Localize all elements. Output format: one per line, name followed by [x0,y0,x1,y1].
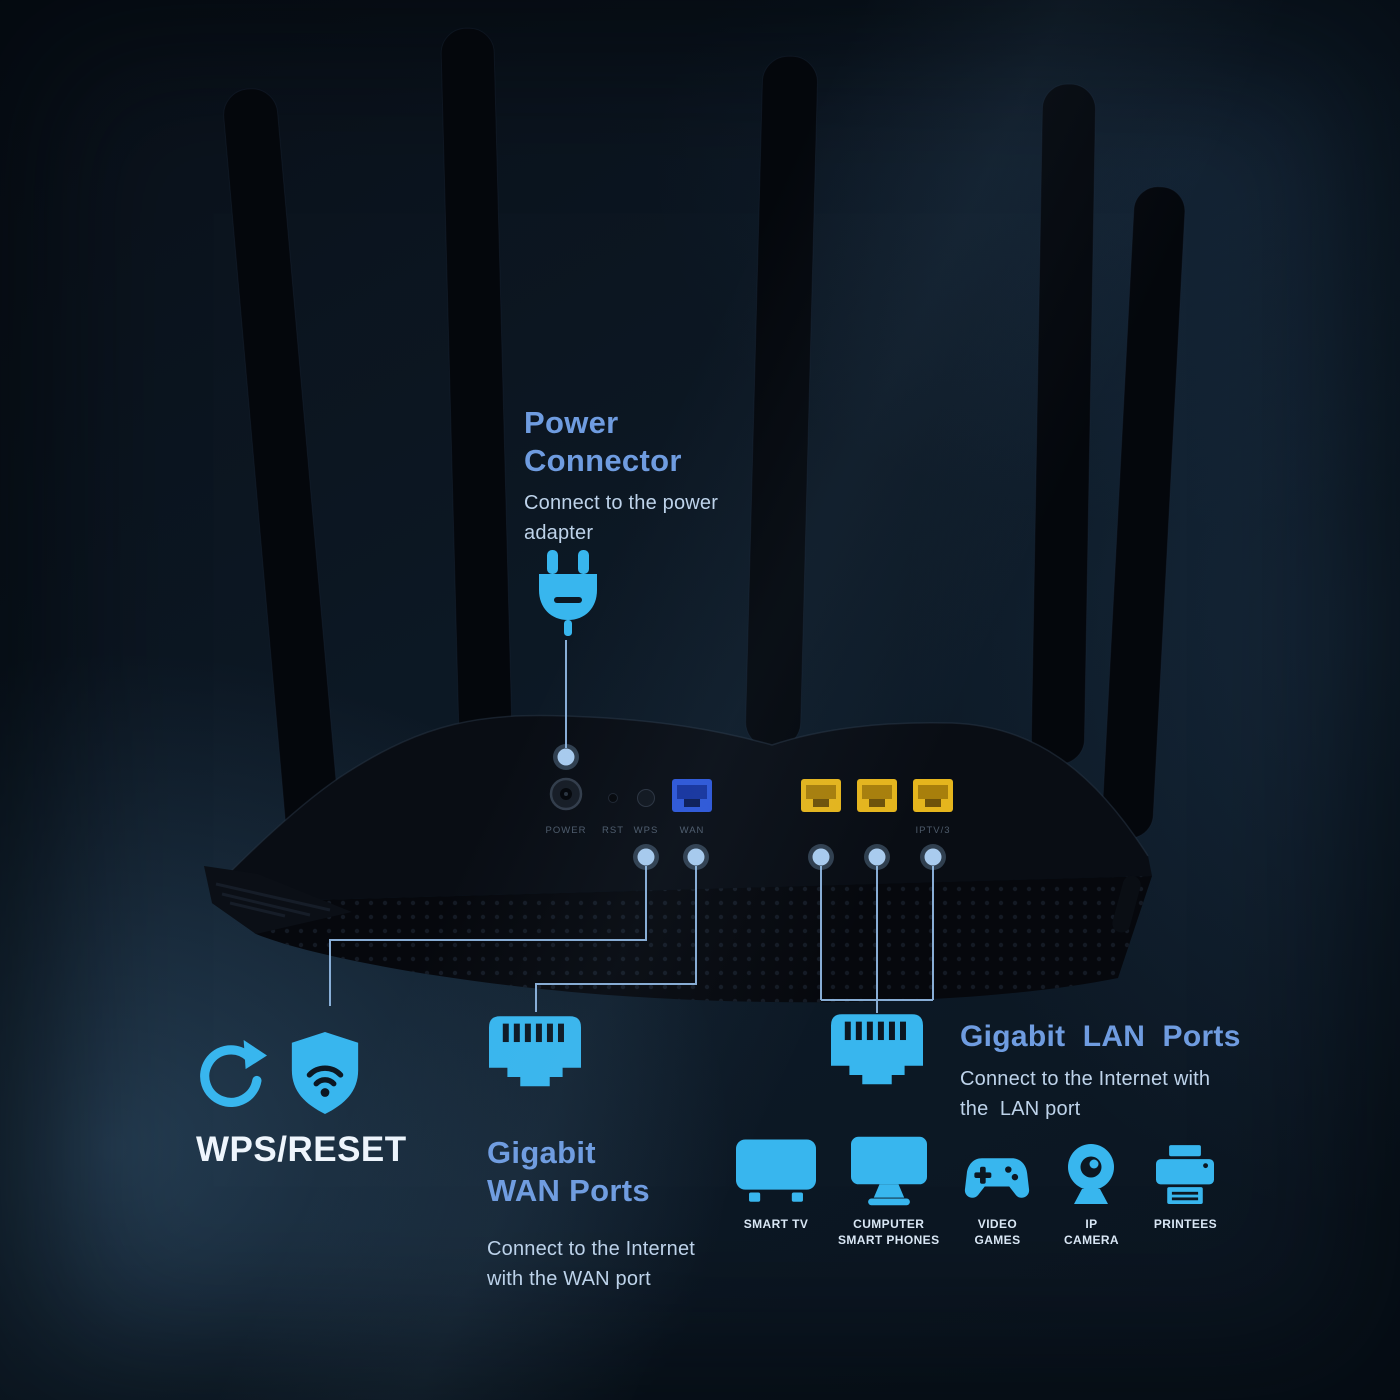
port-label-power: POWER [546,825,587,836]
shield-wifi-icon [286,1030,364,1121]
device-label: SMART TV [743,1217,809,1231]
device-video-games: VIDEO GAMES [961,1134,1033,1248]
wan-port [672,779,712,812]
device-printer: PRINTEES [1149,1134,1221,1232]
reset-pinhole [608,793,618,803]
device-label: CUMPUTER SMART PHONES [838,1217,940,1248]
port-label-wps: WPS [634,825,659,836]
device-smart-tv: SMART TV [736,1134,816,1232]
port-label-iptv: IPTV/3 [915,825,950,836]
router-ports: POWER RST WPS WAN IPTV/3 [546,777,953,836]
wan-ports-title: Gigabit WAN Ports [487,1135,650,1209]
device-computer-smartphones: CUMPUTER SMART PHONES [838,1134,939,1248]
device-label: IP CAMERA [1063,1217,1120,1248]
reset-icon [195,1038,267,1117]
device-list: SMART TV CUMPUTER SMART PHONES [736,1134,1221,1248]
computer-smartphones-icon [850,1134,927,1206]
device-label: VIDEO GAMES [974,1217,1021,1248]
video-games-icon [964,1134,1030,1206]
lan-ports [801,779,953,812]
device-label: PRINTEES [1153,1217,1218,1231]
lan-ports-description: Connect to the Internet with the LAN por… [960,1068,1211,1120]
callout-dots [553,744,946,870]
lan-ports-title: Gigabit LAN Ports [960,1020,1241,1053]
power-connector-title: Power Connector [524,405,682,479]
router-antennas [223,27,1186,851]
wan-ethernet-port-icon [489,1016,581,1097]
wps-button [637,789,655,807]
smart-tv-icon [736,1134,816,1206]
ip-camera-icon [1063,1134,1119,1206]
device-ip-camera: IP CAMERA [1055,1134,1127,1248]
power-connector-description: Connect to the power adapter [524,492,719,544]
power-plug-icon [527,550,609,647]
lan-ethernet-port-icon [831,1014,923,1095]
printer-icon [1156,1134,1215,1206]
wan-ports-description: Connect to the Internet with the WAN por… [487,1238,696,1290]
port-label-wan: WAN [680,825,705,836]
callout-lines [329,640,934,1013]
router-body [204,714,1152,1003]
port-label-rst: RST [602,825,624,836]
wps-reset-label: WPS/RESET [196,1130,407,1169]
